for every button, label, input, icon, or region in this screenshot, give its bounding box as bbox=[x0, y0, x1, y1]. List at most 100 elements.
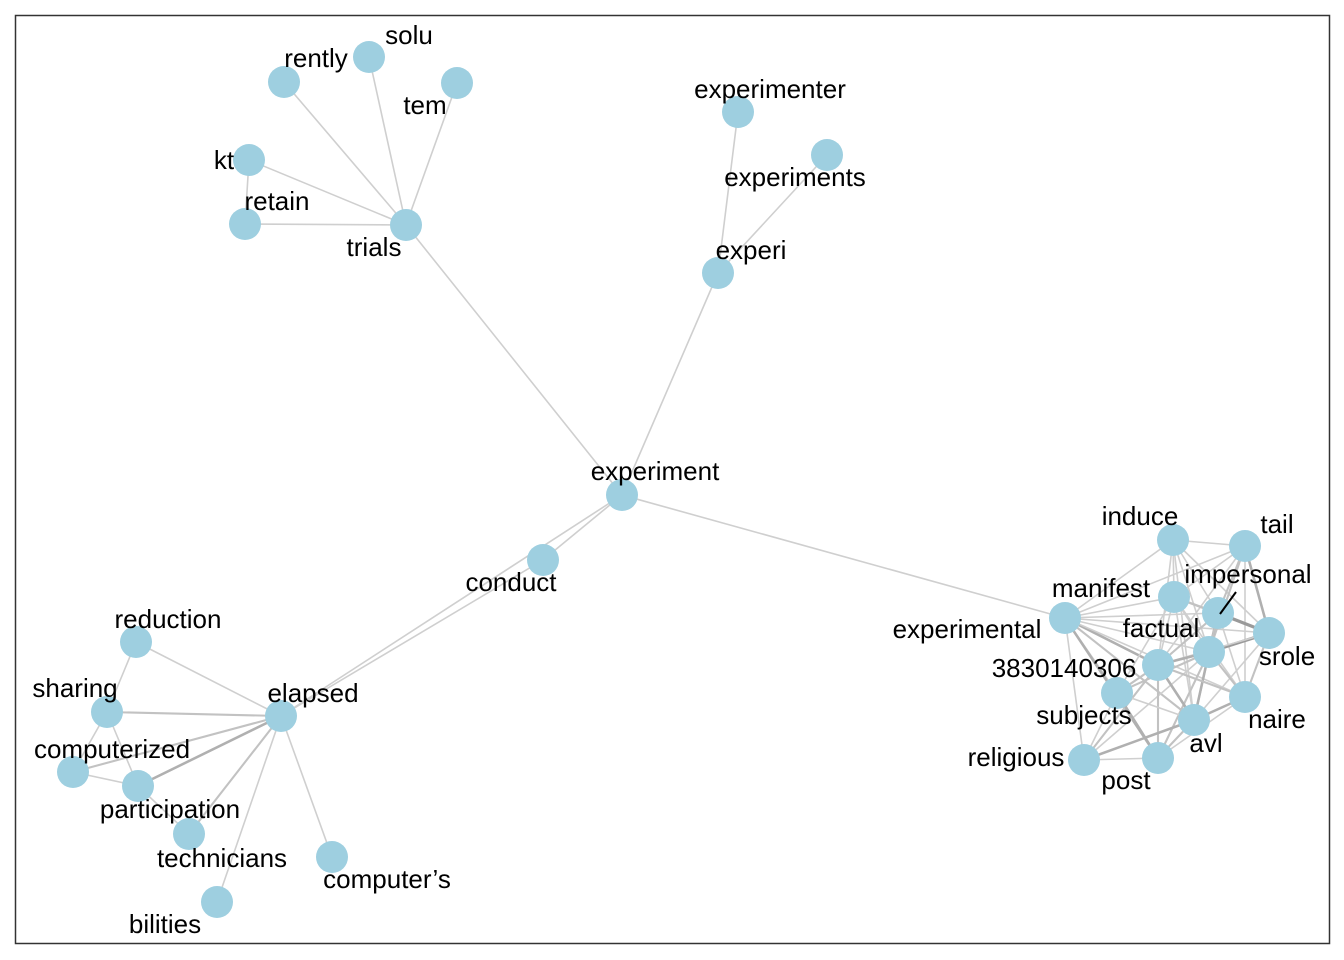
plot-frame bbox=[14, 14, 1331, 945]
node-srole[interactable] bbox=[1253, 617, 1285, 649]
edge-tail-factual bbox=[1207, 544, 1247, 654]
node-label-religious: religious bbox=[968, 742, 1065, 772]
edge-avl-religious bbox=[1082, 718, 1196, 762]
node-label-technicians: technicians bbox=[157, 843, 287, 873]
edge-factual-religious bbox=[1083, 651, 1210, 761]
node-label-solu: solu bbox=[385, 20, 433, 50]
edge-trials-kt bbox=[248, 159, 407, 226]
edge-trials-tem bbox=[405, 82, 458, 226]
edge-conduct-elapsed bbox=[280, 559, 544, 717]
node-manifest[interactable] bbox=[1158, 581, 1190, 613]
node-computerized[interactable] bbox=[57, 756, 89, 788]
node-label-elapsed: elapsed bbox=[267, 678, 358, 708]
node-label-factual: factual bbox=[1123, 613, 1200, 643]
edge-experiment-trials bbox=[405, 224, 623, 496]
node-label-avl: avl bbox=[1189, 728, 1222, 758]
edge-experimental-num3830140306 bbox=[1063, 616, 1160, 667]
edge-experiment-experimental bbox=[621, 494, 1066, 619]
node-reduction[interactable] bbox=[120, 626, 152, 658]
edge-trials-solu bbox=[368, 56, 407, 226]
edge-experiment-conduct bbox=[542, 494, 623, 561]
node-conduct[interactable] bbox=[527, 544, 559, 576]
edge-induce-srole bbox=[1172, 539, 1270, 634]
label-pointer-impersonal bbox=[1219, 591, 1237, 615]
edge-experimental-impersonal bbox=[1064, 612, 1219, 619]
edge-elapsed-participation bbox=[136, 714, 283, 788]
node-label-naire: naire bbox=[1248, 704, 1306, 734]
node-label-impersonal: impersonal bbox=[1184, 559, 1311, 589]
node-num3830140306[interactable] bbox=[1142, 649, 1174, 681]
node-label-reduction: reduction bbox=[115, 604, 222, 634]
node-kt[interactable] bbox=[233, 144, 265, 176]
node-trials[interactable] bbox=[390, 209, 422, 241]
edge-elapsed-computers bbox=[280, 715, 333, 858]
node-label-trials: trials bbox=[347, 232, 402, 262]
node-label-sharing: sharing bbox=[32, 673, 117, 703]
node-experimental[interactable] bbox=[1049, 602, 1081, 634]
node-experi[interactable] bbox=[702, 257, 734, 289]
node-participation[interactable] bbox=[122, 770, 154, 802]
node-label-retain: retain bbox=[244, 186, 309, 216]
node-subjects[interactable] bbox=[1101, 677, 1133, 709]
node-label-bilities: bilities bbox=[129, 909, 201, 939]
node-layer bbox=[57, 41, 1285, 918]
node-label-subjects: subjects bbox=[1036, 700, 1131, 730]
edge-elapsed-computerized bbox=[71, 714, 283, 774]
edge-experimental-avl bbox=[1063, 616, 1196, 722]
node-label-computerized: computerized bbox=[34, 734, 190, 764]
node-label-srole: srole bbox=[1259, 641, 1315, 671]
node-post[interactable] bbox=[1142, 742, 1174, 774]
node-label-experiments: experiments bbox=[724, 162, 866, 192]
node-computers[interactable] bbox=[316, 841, 348, 873]
edge-trials-retain bbox=[244, 223, 407, 226]
node-label-experi: experi bbox=[716, 235, 787, 265]
edge-elapsed-bilities bbox=[216, 715, 282, 903]
node-label-kt: kt bbox=[214, 145, 235, 175]
label-layer: experimentconducttrialsrentlysolutemktre… bbox=[32, 20, 1315, 939]
node-rently[interactable] bbox=[268, 66, 300, 98]
edge-experi-experiments bbox=[717, 154, 828, 274]
edge-manifest-subjects bbox=[1116, 596, 1175, 694]
edge-elapsed-technicians bbox=[187, 714, 283, 836]
node-solu[interactable] bbox=[353, 41, 385, 73]
node-label-num3830140306: 3830140306 bbox=[992, 653, 1137, 683]
edge-tail-num3830140306 bbox=[1157, 545, 1246, 666]
node-label-participation: participation bbox=[100, 794, 240, 824]
node-experiment[interactable] bbox=[606, 479, 638, 511]
node-label-experiment: experiment bbox=[591, 456, 720, 486]
node-naire[interactable] bbox=[1229, 681, 1261, 713]
node-sharing[interactable] bbox=[91, 696, 123, 728]
node-religious[interactable] bbox=[1068, 744, 1100, 776]
edge-experimental-religious bbox=[1064, 617, 1085, 761]
edge-experimental-manifest bbox=[1064, 596, 1175, 619]
node-label-post: post bbox=[1101, 765, 1151, 795]
node-technicians[interactable] bbox=[173, 818, 205, 850]
node-induce[interactable] bbox=[1157, 524, 1189, 556]
node-tail[interactable] bbox=[1229, 530, 1261, 562]
node-tem[interactable] bbox=[441, 67, 473, 99]
node-label-induce: induce bbox=[1102, 501, 1179, 531]
node-elapsed[interactable] bbox=[265, 700, 297, 732]
edge-experiment-elapsed bbox=[280, 494, 623, 717]
node-label-computers: computer’s bbox=[323, 864, 451, 894]
node-label-tail: tail bbox=[1260, 509, 1293, 539]
node-label-tem: tem bbox=[403, 90, 446, 120]
node-label-rently: rently bbox=[284, 43, 348, 73]
node-factual[interactable] bbox=[1193, 636, 1225, 668]
node-experimenter[interactable] bbox=[722, 96, 754, 128]
node-label-conduct: conduct bbox=[465, 567, 557, 597]
node-avl[interactable] bbox=[1178, 704, 1210, 736]
edge-experimental-induce bbox=[1064, 539, 1174, 619]
node-label-manifest: manifest bbox=[1052, 573, 1151, 603]
node-retain[interactable] bbox=[229, 208, 261, 240]
edge-experimental-tail bbox=[1064, 545, 1246, 619]
edge-elapsed-sharing bbox=[105, 710, 283, 718]
node-experiments[interactable] bbox=[811, 139, 843, 171]
node-bilities[interactable] bbox=[201, 886, 233, 918]
node-label-experimental: experimental bbox=[893, 614, 1042, 644]
edge-trials-rently bbox=[283, 81, 407, 226]
edge-num3830140306-religious bbox=[1082, 663, 1160, 762]
edge-srole-avl bbox=[1193, 632, 1270, 721]
edge-experi-experimenter bbox=[717, 111, 739, 274]
